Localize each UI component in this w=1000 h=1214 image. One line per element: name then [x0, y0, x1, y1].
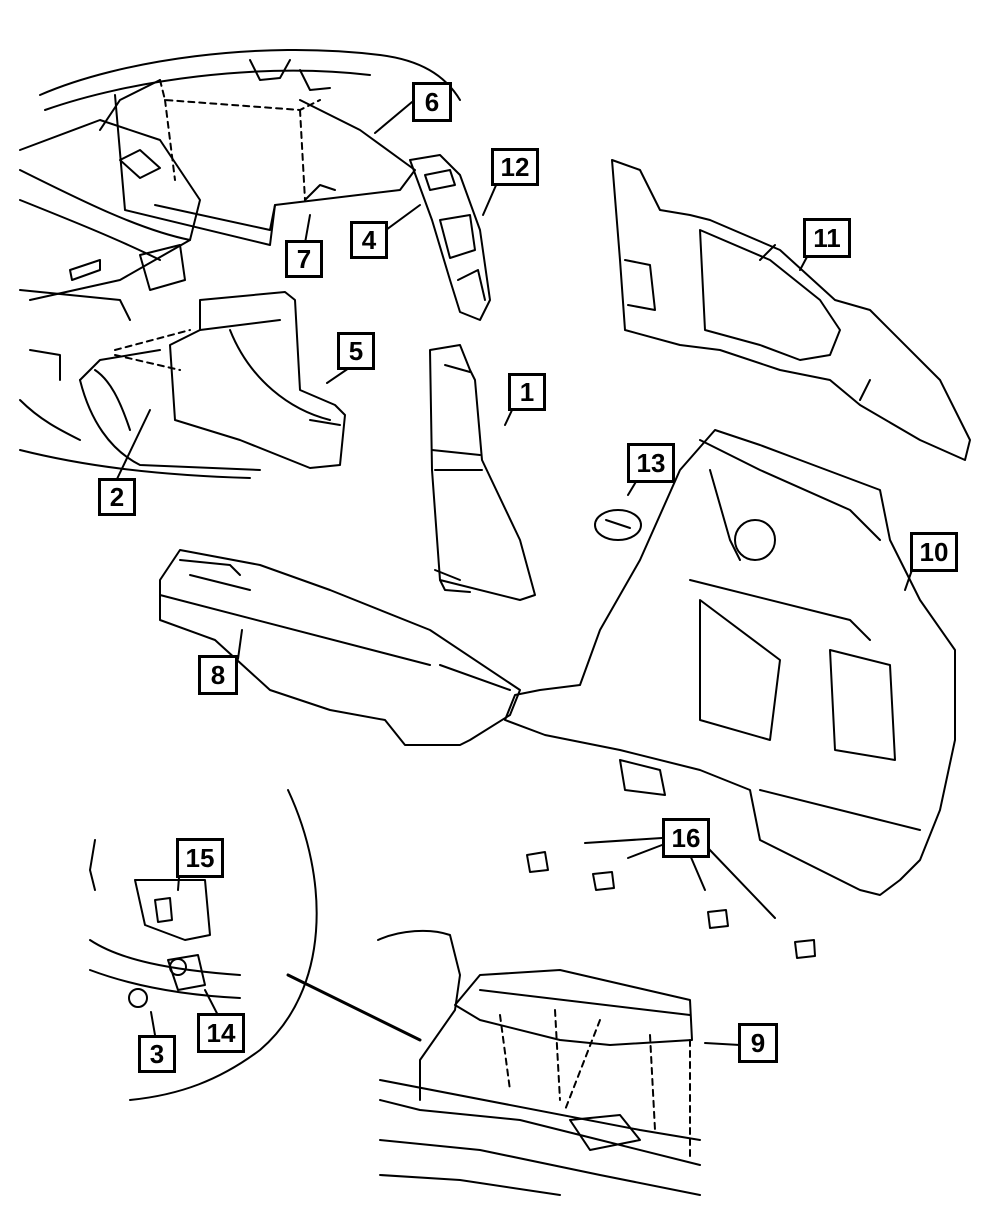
callout-2: 2 [98, 478, 136, 516]
clips-16-drawing [526, 851, 816, 959]
callout-6: 6 [412, 82, 452, 122]
callout-5: 5 [337, 332, 375, 370]
callout-14: 14 [197, 1013, 245, 1053]
callout-12: 12 [491, 148, 539, 186]
scuff-plate-8-drawing [159, 549, 521, 746]
callout-9: 9 [738, 1023, 778, 1063]
callout-13: 13 [627, 443, 675, 483]
inset-detail-drawing [89, 789, 318, 1101]
callout-1: 1 [508, 373, 546, 411]
quarter-trim-11-drawing [611, 159, 971, 461]
callout-11: 11 [803, 218, 851, 258]
callout-15: 15 [176, 838, 224, 878]
pillar-trim-1-drawing [429, 344, 536, 601]
cargo-sill-9-drawing [377, 929, 701, 1196]
trim-panel-6-drawing [114, 79, 416, 246]
instrument-panel-drawing [19, 48, 461, 479]
callout-4: 4 [350, 221, 388, 259]
leader-lines [116, 101, 914, 1046]
callout-3: 3 [138, 1035, 176, 1073]
callout-16: 16 [662, 818, 710, 858]
pillar-trim-4-12-drawing [409, 154, 491, 321]
plug-13-drawing [594, 509, 642, 541]
callout-7: 7 [285, 240, 323, 278]
kick-panel-5-drawing [114, 291, 346, 469]
callout-8: 8 [198, 655, 238, 695]
quarter-trim-10-drawing [504, 429, 956, 896]
callout-10: 10 [910, 532, 958, 572]
